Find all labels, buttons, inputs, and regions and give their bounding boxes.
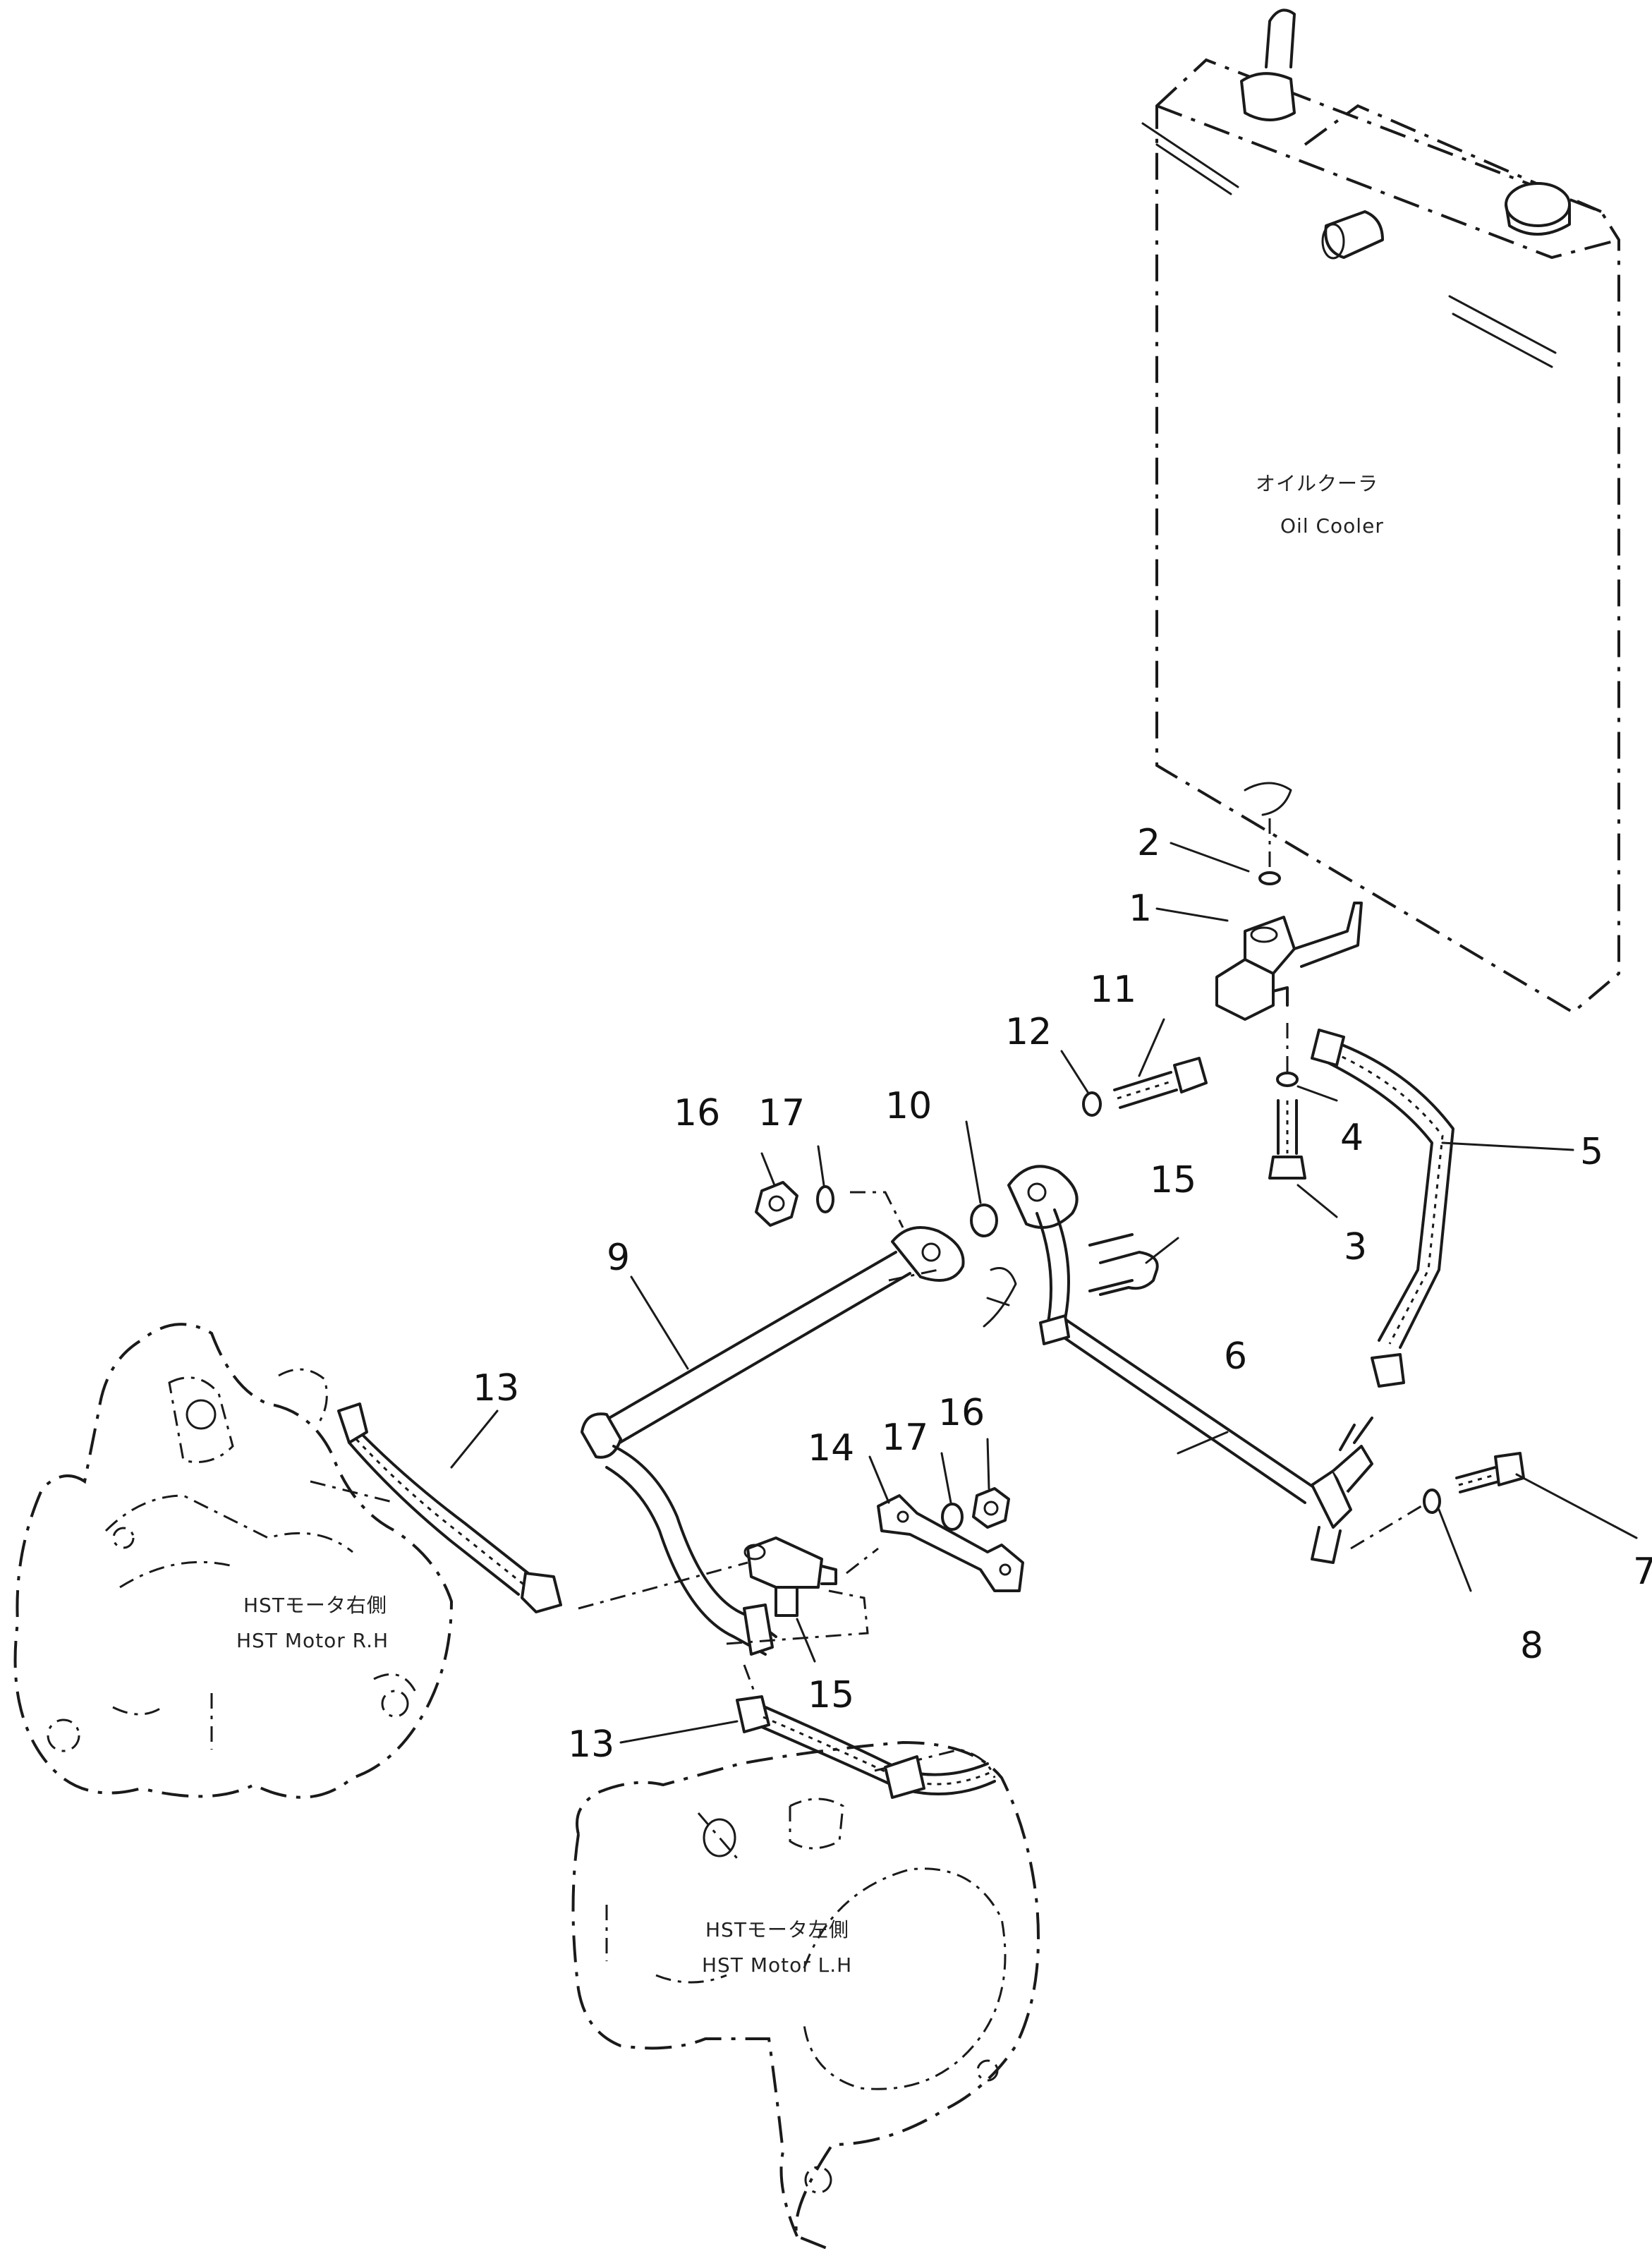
o-ring-10 (970, 1204, 998, 1237)
callout-12: 12 (1005, 1011, 1052, 1053)
motor-rh-label-en: HST Motor R.H (236, 1629, 389, 1652)
leader-lines (450, 842, 1638, 1744)
motor-lh-label-jp: HSTモータ左側 (705, 1918, 849, 1941)
motor-lh-label-en: HST Motor L.H (702, 1953, 852, 1977)
oil-cooler-label-jp: オイルクーラ (1256, 472, 1378, 495)
washer-12 (1082, 1091, 1102, 1117)
tube-9 (581, 1226, 965, 1656)
motor-rh-label-jp: HSTモータ右側 (243, 1594, 387, 1617)
oil-cooler-outline (1141, 8, 1620, 1014)
callout-5: 5 (1580, 1131, 1603, 1173)
t-fitting-15-lower (726, 1536, 869, 1645)
u-clamp-15-upper (1088, 1233, 1159, 1296)
oil-cooler-label: オイルクーラ Oil Cooler (1256, 472, 1384, 538)
hst-motor-rh-outline: HSTモータ右側 HST Motor R.H (13, 1323, 454, 1799)
callout-14: 14 (808, 1427, 854, 1469)
callout-11: 11 (1090, 969, 1136, 1011)
hose-13-upper (337, 1402, 562, 1613)
callout-15-lower: 15 (808, 1674, 854, 1716)
bolt-7 (1455, 1452, 1525, 1493)
gasket-4 (1276, 1072, 1299, 1087)
hst-motor-lh-outline: HSTモータ左側 HST Motor L.H (571, 1740, 1040, 2249)
callout-1: 1 (1129, 887, 1152, 930)
callout-17-upper: 17 (758, 1092, 805, 1134)
nut-16-upper (755, 1181, 798, 1227)
nut-16-lower (972, 1487, 1010, 1529)
callout-10: 10 (885, 1085, 932, 1127)
callout-13-upper: 13 (473, 1367, 519, 1410)
hose-5 (1311, 1029, 1454, 1388)
callout-15-upper: 15 (1150, 1159, 1196, 1201)
adapter-block-1 (1215, 902, 1363, 1021)
bolt-3 (1268, 1099, 1306, 1180)
callout-17-lower: 17 (882, 1417, 928, 1459)
o-ring-2 (1258, 871, 1281, 885)
callout-8: 8 (1520, 1625, 1543, 1667)
washer-17-lower (941, 1503, 964, 1531)
oil-cooler-label-en: Oil Cooler (1280, 514, 1384, 538)
callout-13-lower: 13 (568, 1723, 614, 1766)
callout-16-lower: 16 (938, 1392, 985, 1434)
callout-3: 3 (1344, 1226, 1367, 1268)
washer-17-upper (816, 1185, 834, 1213)
callout-numbers: 2 1 11 12 4 3 5 15 10 16 17 9 6 13 16 17… (473, 822, 1652, 1766)
callout-2: 2 (1137, 822, 1160, 864)
callout-9: 9 (607, 1237, 630, 1279)
callout-7: 7 (1633, 1551, 1652, 1593)
bolt-11 (1113, 1057, 1208, 1109)
tube-6 (1007, 1165, 1373, 1564)
bracket-14 (877, 1494, 1024, 1592)
washer-8 (1423, 1489, 1441, 1514)
callout-4: 4 (1340, 1117, 1363, 1159)
hose-13-lower (736, 1695, 996, 1799)
callout-6: 6 (1224, 1335, 1247, 1378)
callout-16-upper: 16 (674, 1092, 720, 1134)
